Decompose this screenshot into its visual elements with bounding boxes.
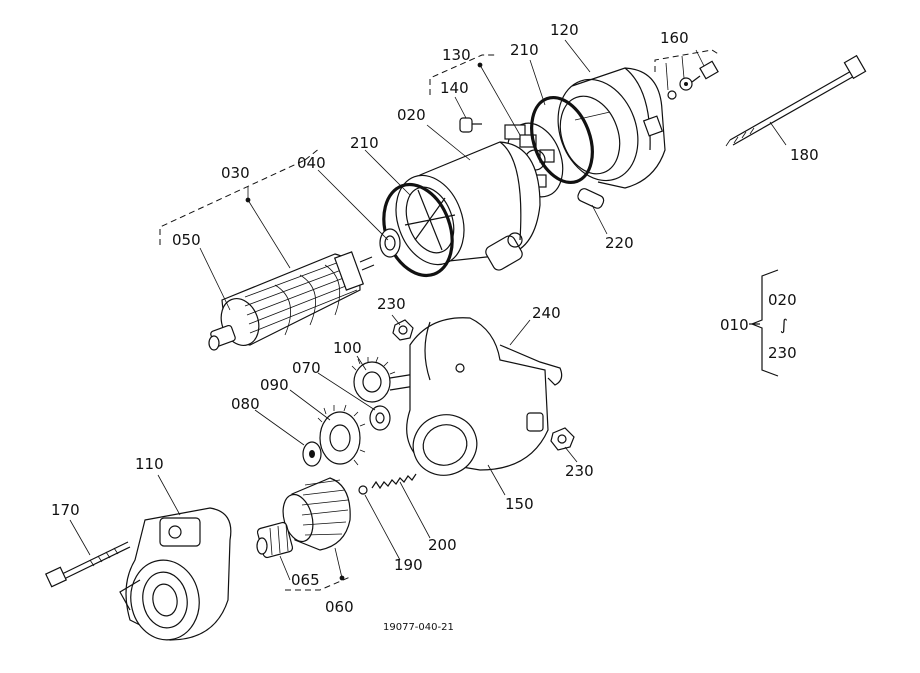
spacer-bore-070	[375, 412, 385, 424]
legend-range-from-020: 020	[768, 291, 797, 309]
ball-part-190	[358, 485, 368, 495]
callout-160: 160	[660, 29, 689, 47]
armature-part-050	[208, 251, 375, 351]
callout-065: 065	[291, 571, 320, 589]
bracket-160	[654, 49, 721, 72]
leader-lines	[69, 39, 787, 581]
yoke-field-part-020	[395, 141, 541, 271]
through-bolt-part-180	[725, 54, 867, 147]
pinion-part-065	[256, 521, 294, 559]
callout-240: 240	[532, 304, 561, 322]
callout-190: 190	[394, 556, 423, 574]
bracket-030-end	[304, 147, 321, 161]
callout-210-rear: 210	[510, 41, 539, 59]
legend-range-tilde: ∫	[780, 316, 788, 334]
rear-cover-part-120	[557, 67, 666, 189]
spacer-part-070	[369, 405, 391, 431]
bracket-130	[429, 54, 498, 95]
bracket-part-240	[499, 344, 563, 386]
callout-180: 180	[790, 146, 819, 164]
spring-part-200	[371, 473, 417, 490]
callout-070: 070	[292, 359, 321, 377]
bracket-060	[285, 576, 351, 591]
callout-220: 220	[605, 234, 634, 252]
bush-part-220	[577, 188, 605, 209]
bracket-030	[159, 159, 306, 245]
callout-210-front: 210	[350, 134, 379, 152]
nut-part-230-upper	[392, 319, 414, 341]
callout-110: 110	[135, 455, 164, 473]
terminal-part-140	[459, 117, 482, 133]
legend-range-to-230: 230	[768, 344, 797, 362]
legend-assembly-010: 010	[720, 316, 749, 334]
callout-020: 020	[397, 106, 426, 124]
overrunning-clutch-part-060	[282, 477, 351, 551]
callout-120: 120	[550, 21, 579, 39]
callout-230-lower: 230	[565, 462, 594, 480]
center-housing-part-150	[406, 317, 549, 476]
callout-050: 050	[172, 231, 201, 249]
callout-060: 060	[325, 598, 354, 616]
o-ring-part-210-rear	[530, 95, 594, 185]
bolt-part-170	[44, 541, 131, 588]
callout-090: 090	[260, 376, 289, 394]
callout-170: 170	[51, 501, 80, 519]
callout-150: 150	[505, 495, 534, 513]
callout-080: 080	[231, 395, 260, 413]
nut-part-230-lower	[550, 427, 575, 451]
callout-140: 140	[440, 79, 469, 97]
callout-030: 030	[221, 164, 250, 182]
callout-100: 100	[333, 339, 362, 357]
bearing-part-040	[379, 228, 401, 258]
internal-gear-part-090	[317, 404, 366, 466]
drawing-number: 19077-040-21	[383, 622, 454, 633]
callout-230-upper: 230	[377, 295, 406, 313]
callout-040: 040	[297, 154, 326, 172]
screw-set-part-160	[667, 60, 719, 100]
callout-200: 200	[428, 536, 457, 554]
washer-bore-080	[309, 450, 315, 458]
callout-130: 130	[442, 46, 471, 64]
drive-end-frame-part-110	[119, 507, 232, 641]
